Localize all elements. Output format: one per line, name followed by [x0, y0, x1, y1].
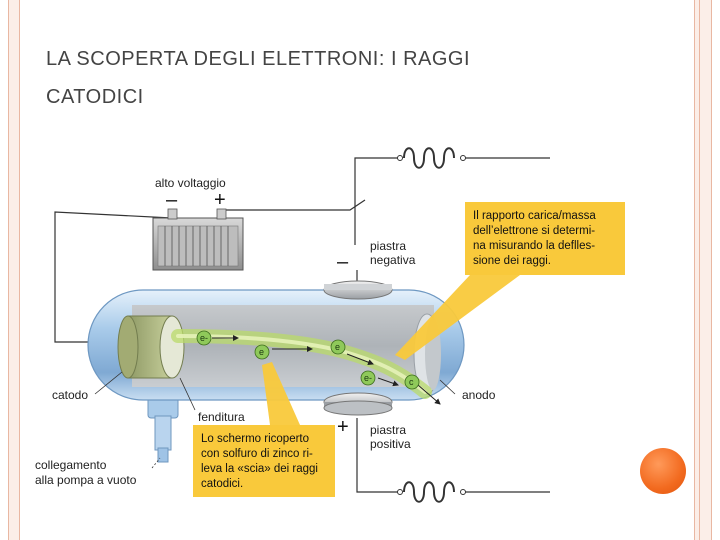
svg-text:e-: e-: [364, 373, 372, 383]
note-bottom-line-3: leva la «scia» dei raggi: [201, 463, 318, 475]
battery-plus-sign: +: [214, 189, 226, 211]
svg-text:e-: e-: [200, 333, 208, 343]
note-top-line-3: na misurando la deflles-: [473, 240, 595, 252]
cathode-label: catodo: [52, 388, 88, 402]
positive-plate: [323, 392, 393, 416]
svg-text:e: e: [335, 342, 340, 352]
title-line-1: La scoperta degli elettroni: i raggi: [46, 48, 471, 70]
note-top-line-1: Il rapporto carica/massa: [473, 210, 596, 222]
orange-circle-decoration: [640, 448, 686, 494]
coil-bottom: [397, 481, 466, 503]
note-top-line-4: sione dei raggi.: [473, 255, 551, 267]
note-top-line-2: dell’elettrone si determi-: [473, 225, 595, 237]
negative-plate-label-line-2: negativa: [370, 253, 416, 267]
slit-label: fenditura: [198, 410, 245, 424]
note-top: Il rapporto carica/massa dell’elettrone …: [395, 202, 625, 360]
coil-top: [397, 147, 466, 169]
electron-4: e-: [360, 370, 376, 386]
right-decorative-line: [699, 0, 700, 540]
slide-title: La scoperta degli elettroni: i raggi cat…: [46, 40, 606, 116]
cathode: [117, 315, 185, 379]
right-decorative-border: [694, 0, 712, 540]
note-bottom-line-2: con solfuro di zinco ri-: [201, 448, 313, 460]
title-line-2: catodici: [46, 86, 144, 108]
negative-plate: [323, 280, 393, 300]
battery: [152, 208, 244, 271]
high-voltage-label: alto voltaggio: [155, 176, 226, 190]
negative-plate-sign: –: [337, 251, 349, 273]
left-decorative-border: [8, 0, 20, 540]
note-bottom: Lo schermo ricoperto con solfuro di zinc…: [193, 362, 335, 497]
battery-minus-sign: –: [166, 189, 178, 211]
svg-text:c: c: [409, 377, 414, 387]
positive-plate-sign: +: [337, 416, 349, 438]
wire-top: [225, 199, 366, 211]
wire-pos-plate: [356, 418, 398, 493]
negative-plate-label-line-1: piastra: [370, 239, 406, 253]
note-bottom-line-4: catodici.: [201, 478, 243, 490]
positive-plate-label-line-2: positiva: [370, 437, 411, 451]
pump-label-line-1: collegamento: [35, 458, 107, 472]
anode-label: anodo: [462, 388, 496, 402]
pump-label-line-2: alla pompa a vuoto: [35, 473, 137, 487]
electron-2: e: [254, 344, 270, 360]
beam-arrows: [212, 335, 441, 405]
note-bottom-line-1: Lo schermo ricoperto: [201, 433, 309, 445]
electron-1: e-: [196, 330, 212, 346]
cathode-leader: [94, 371, 123, 395]
svg-text:e: e: [259, 347, 264, 357]
wire-top-coil-left: [354, 157, 398, 245]
electron-3: e: [330, 339, 346, 355]
anode-leader: [439, 379, 456, 395]
slit-leader: [179, 377, 196, 411]
vacuum-pump-connector: [147, 391, 179, 463]
electron-5: c: [404, 374, 420, 390]
positive-plate-label-line-1: piastra: [370, 423, 406, 437]
